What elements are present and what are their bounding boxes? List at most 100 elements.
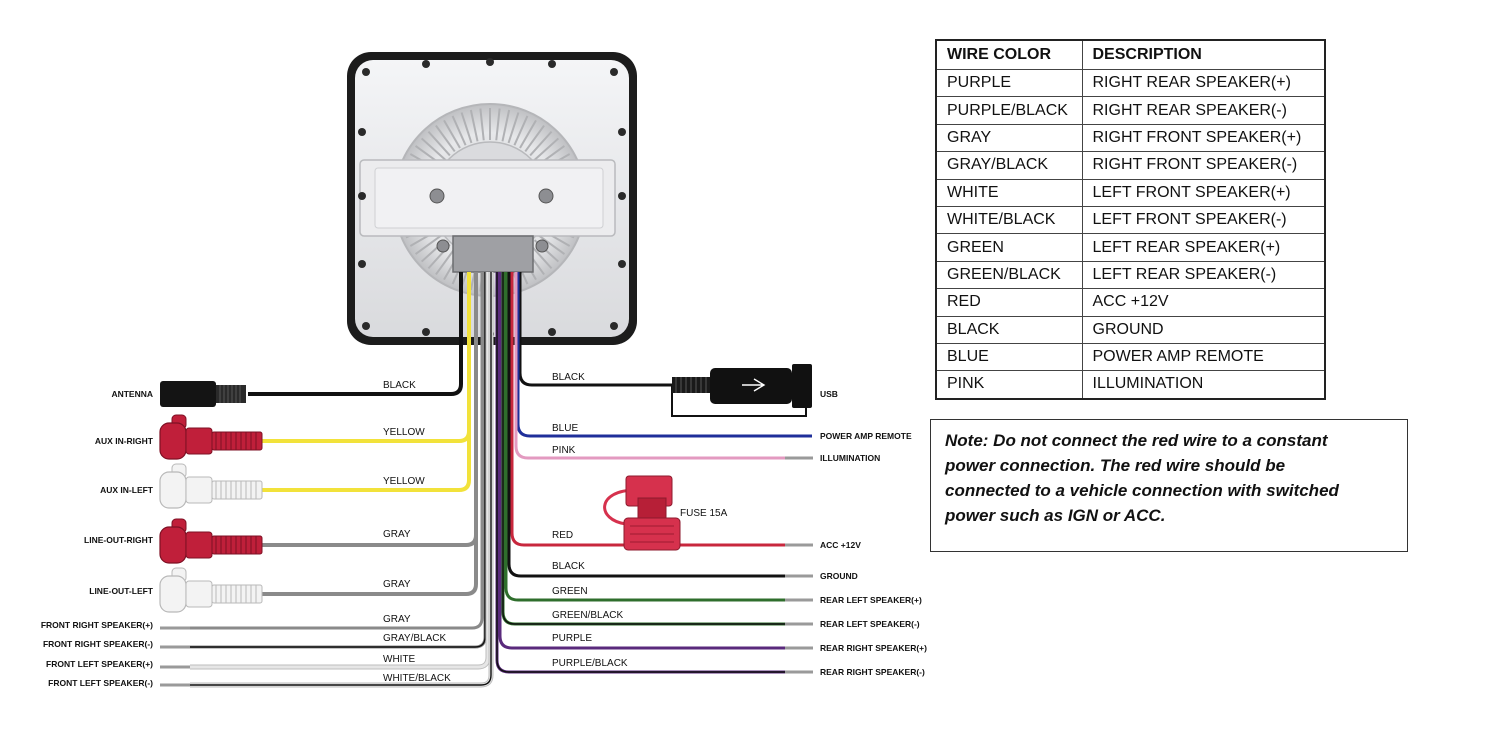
rca-plug-icon (159, 422, 187, 460)
wire-power-amp-remote (516, 272, 812, 438)
screw-icon (618, 128, 626, 136)
wire-end-label: FRONT LEFT SPEAKER(+) (46, 659, 153, 669)
description-cell: RIGHT REAR SPEAKER(-) (1081, 96, 1326, 125)
wire-label: BLUE (552, 423, 578, 434)
heatsink-fin (519, 119, 537, 149)
rca-body (185, 427, 213, 455)
rca-plug-icon (159, 471, 187, 509)
wire-end-label: POWER AMP REMOTE (820, 431, 912, 441)
wire-rear-left-speaker-stripe (502, 272, 785, 625)
heatsink-fin (533, 137, 560, 161)
wire-end-label: GROUND (820, 571, 858, 581)
screw-icon (358, 192, 366, 200)
heatsink-fin (420, 137, 447, 161)
header-wire-color: WIRE COLOR (935, 39, 1083, 70)
heatsink-fin (443, 119, 461, 149)
heatsink-fin (513, 115, 529, 146)
screw-icon (358, 128, 366, 136)
heatsink-fin (495, 108, 501, 141)
heatsink-fin (414, 234, 443, 255)
wire-label: GRAY/BLACK (383, 633, 446, 644)
rca-strain-relief (211, 535, 263, 555)
description-cell: LEFT FRONT SPEAKER(-) (1081, 205, 1326, 235)
wire-label: PURPLE/BLACK (552, 658, 628, 669)
wire-front-left-speaker-stripe (190, 272, 492, 686)
heatsink-fin (524, 124, 545, 153)
rca-strain-relief (211, 480, 263, 500)
screw-icon (548, 60, 556, 68)
rca-plug-icon (159, 526, 187, 564)
usb-socket (792, 364, 812, 408)
wire-usb (518, 272, 672, 387)
description-cell: ILLUMINATION (1081, 370, 1326, 400)
usb-strain-relief (672, 377, 712, 393)
screw-icon (422, 328, 430, 336)
wire-end-label: FRONT RIGHT SPEAKER(-) (43, 639, 153, 649)
wire-front-right-speaker (190, 272, 484, 630)
wire-harness (190, 272, 812, 688)
wire-color-cell: GREEN/BLACK (935, 260, 1083, 290)
wire-label: BLACK (552, 561, 585, 572)
rca-body (185, 531, 213, 559)
wire-end-label: LINE-OUT-LEFT (89, 586, 154, 596)
wire-color-cell: PURPLE/BLACK (935, 96, 1083, 125)
heatsink-fin (435, 124, 456, 153)
rca-body (185, 476, 213, 504)
usb-connector-icon (710, 368, 792, 404)
wire-label: GREEN (552, 586, 588, 597)
wire-end-label: ACC +12V (820, 540, 861, 550)
wire-label: PINK (552, 445, 576, 456)
wire-label: RED (552, 530, 573, 541)
heatsink-fin (501, 109, 511, 142)
note-line: connected to a vehicle connection with s… (945, 481, 1339, 500)
wire-label: GRAY (383, 614, 411, 625)
heatsink-fin (507, 112, 520, 144)
wire-end-label: REAR RIGHT SPEAKER(+) (820, 643, 927, 653)
wire-acc-12v (510, 272, 785, 547)
note-line: power such as IGN or ACC. (945, 506, 1166, 525)
fuse-cap-tether (603, 488, 637, 526)
screw-icon (362, 322, 370, 330)
fuse-neck (637, 497, 667, 519)
wire-ground (507, 272, 785, 578)
header-description: DESCRIPTION (1081, 39, 1326, 70)
heatsink-fin (479, 108, 485, 141)
screw-icon (358, 260, 366, 268)
warning-note: Note: Do not connect the red wire to a c… (930, 419, 1408, 552)
wire-end-label: ILLUMINATION (820, 453, 880, 463)
antenna-plug-icon (160, 381, 216, 407)
screw-icon (362, 68, 370, 76)
wire-label: GRAY (383, 579, 411, 590)
unit-screws (358, 58, 626, 338)
wire-rear-right-speaker-stripe (496, 272, 785, 673)
wire-end-label: LINE-OUT-RIGHT (84, 535, 154, 545)
wire-line-out-left (262, 272, 478, 596)
wire-label: BLACK (383, 380, 416, 391)
wire-color-cell: PINK (935, 370, 1083, 400)
wire-color-cell: WHITE (935, 178, 1083, 207)
heatsink-fin (529, 130, 553, 157)
wire-end-label: USB (820, 389, 838, 399)
wire-label: WHITE (383, 654, 416, 665)
head-unit (347, 52, 637, 345)
wire-illumination (514, 272, 785, 460)
wire-end-label: AUX IN-RIGHT (95, 436, 154, 446)
usb-symbol-icon (742, 378, 766, 392)
heatsink-fin (427, 130, 451, 157)
wire-front-left-speaker (190, 272, 490, 669)
heatsink-fin (460, 112, 473, 144)
screw-icon (618, 192, 626, 200)
note-line: power connection. The red wire should be (945, 456, 1286, 475)
wire-front-right-speaker-stripe (190, 272, 486, 648)
wire-color-cell: BLACK (935, 315, 1083, 344)
wire-color-cell: GRAY (935, 123, 1083, 153)
